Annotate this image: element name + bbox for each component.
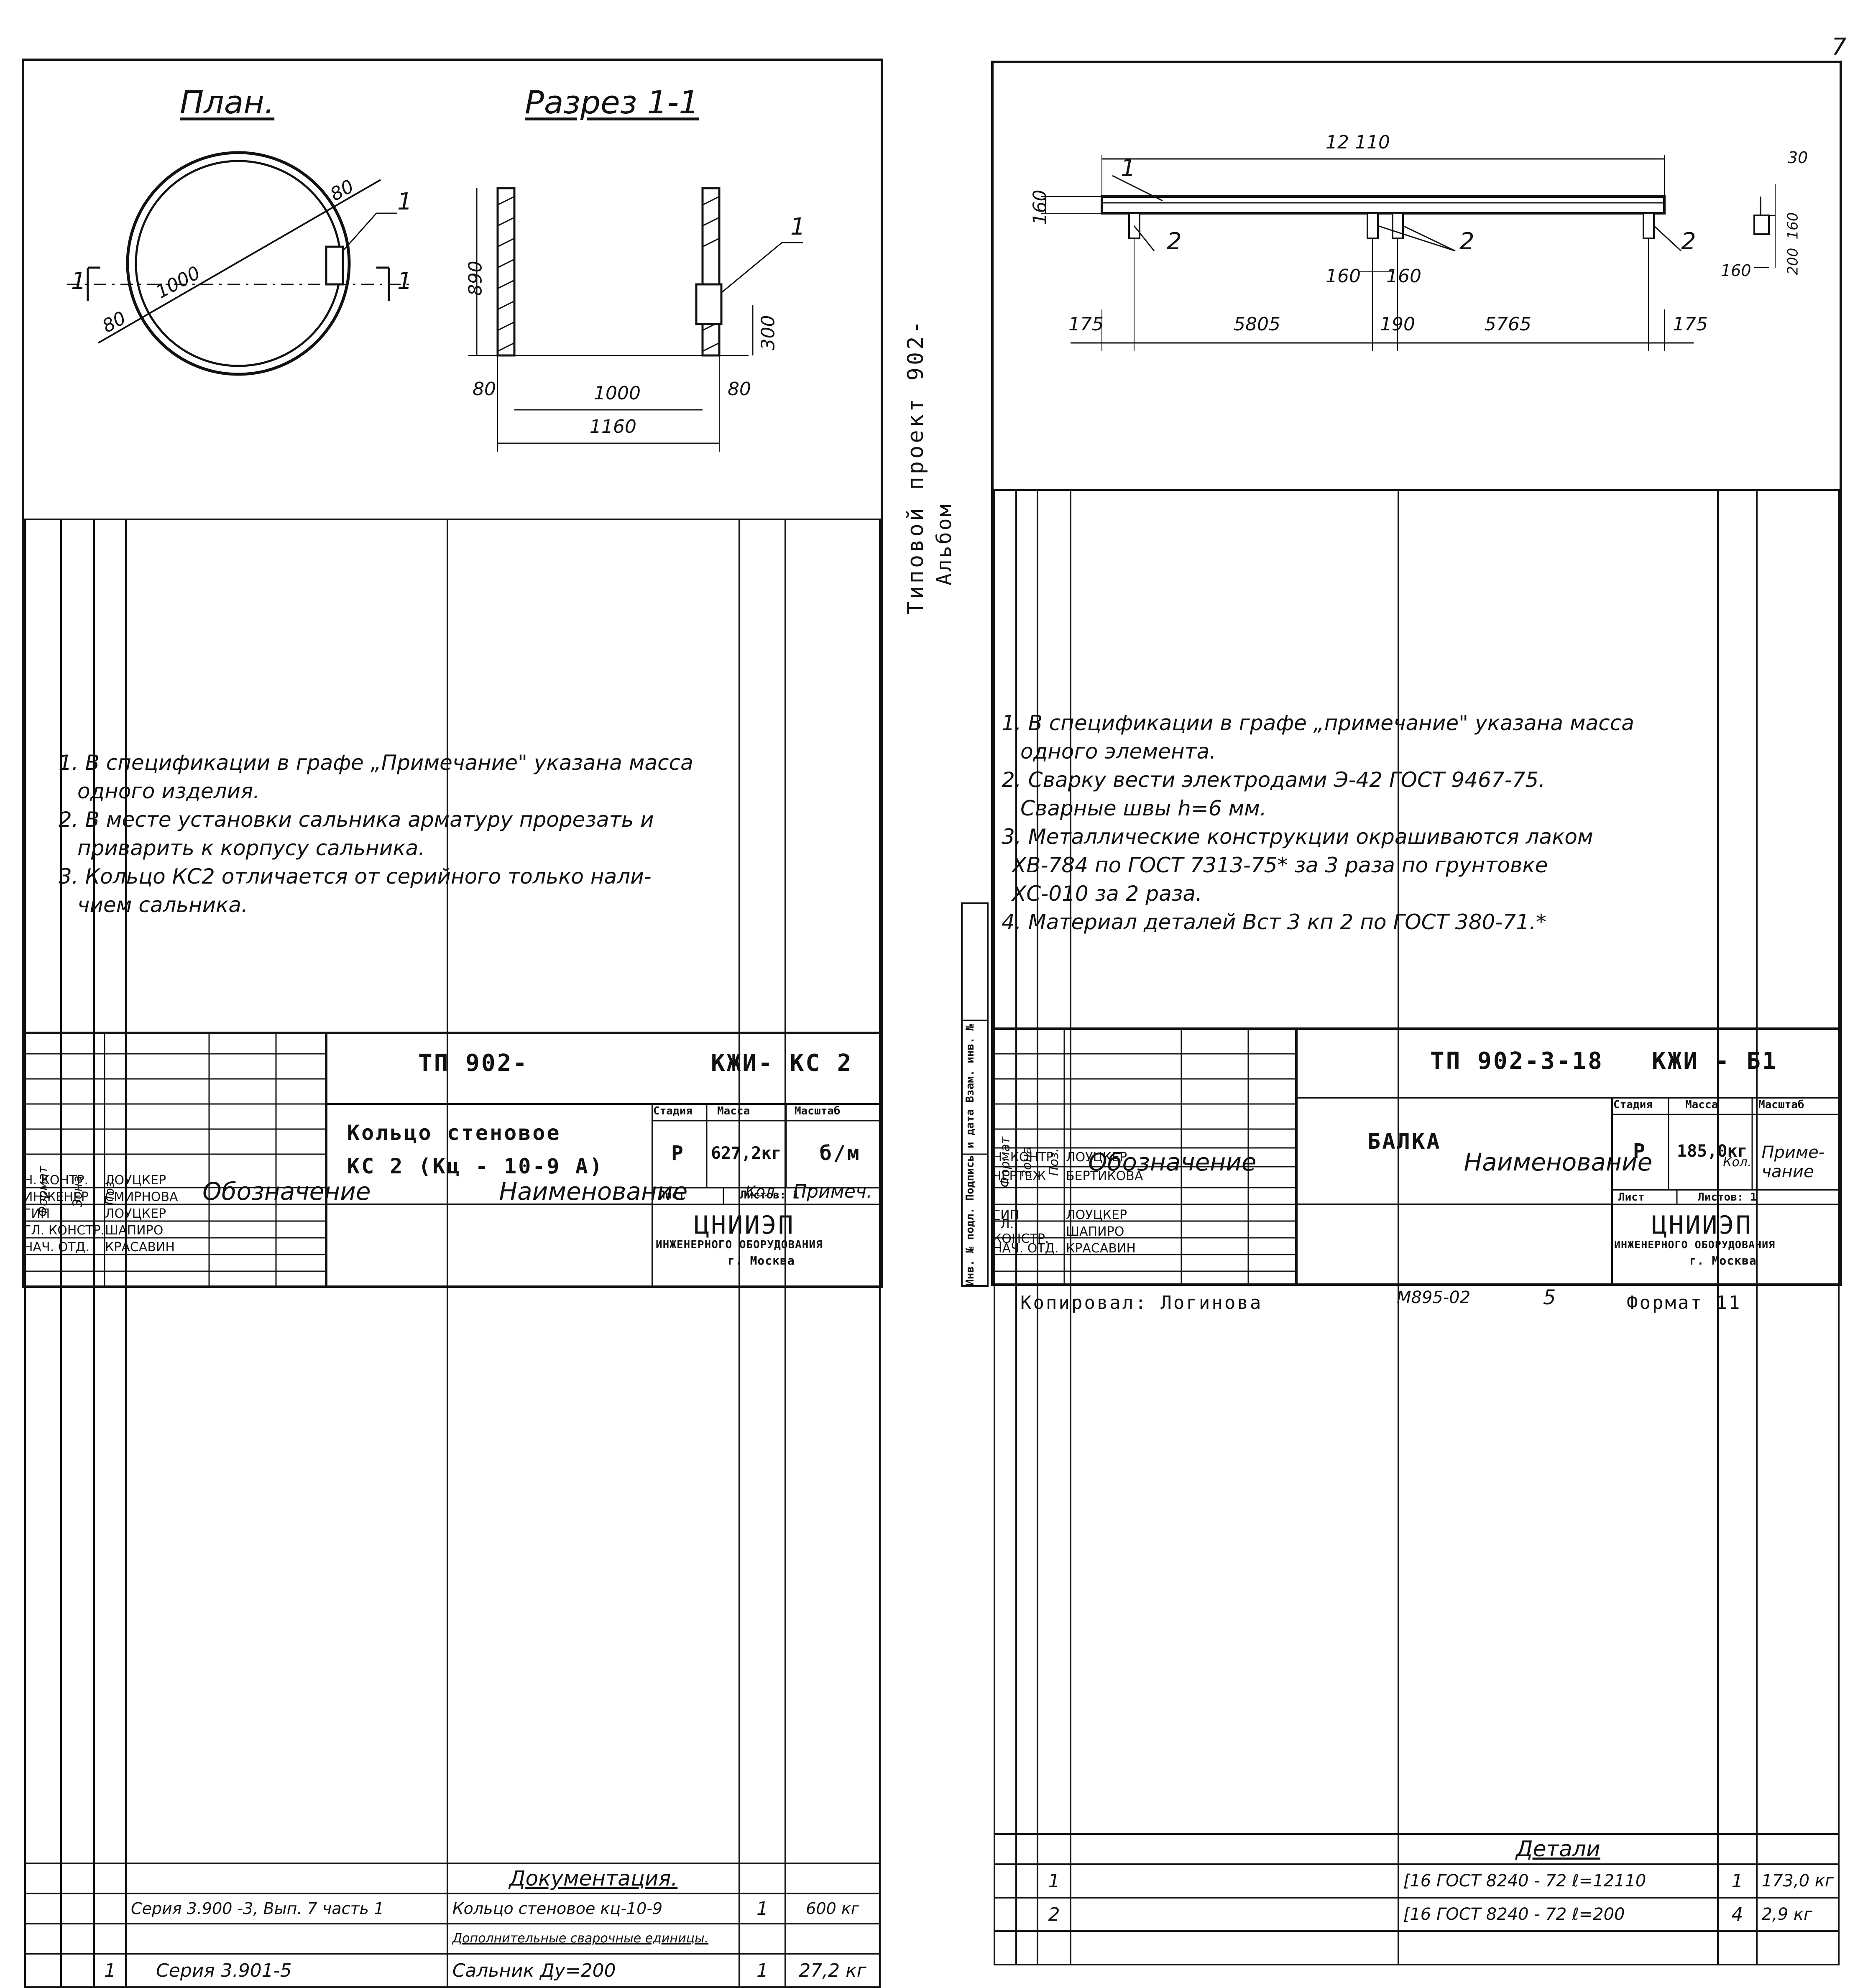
cell-qty: 1 xyxy=(1718,1864,1756,1898)
right-tb-org2: инженерного оборудования xyxy=(1614,1239,1775,1251)
role-name: Лоуцкер xyxy=(1066,1208,1127,1222)
cell-name: Сальник Ду=200 xyxy=(447,1954,739,1987)
footer-copied: Копировал: Логинова xyxy=(1020,1292,1262,1313)
table-row xyxy=(994,1931,1839,1965)
right-tb-org: ЦНИИЭП xyxy=(1652,1211,1753,1240)
role-label: Чертеж xyxy=(993,1169,1066,1183)
table-row: 2 [16 ГОСТ 8240 - 72 ℓ=200 4 2,9 кг xyxy=(994,1898,1839,1931)
right-tb-code: ТП 902-3-18 xyxy=(1430,1048,1604,1075)
cell-pos: 1 xyxy=(1037,1864,1071,1898)
footer-format: Формат 11 xyxy=(1627,1292,1741,1313)
role-name: Бертикова xyxy=(1066,1169,1143,1183)
cell-pos: 2 xyxy=(1037,1898,1071,1931)
table-row: Документация. xyxy=(25,1863,880,1893)
footer-num: 5 xyxy=(1543,1286,1556,1309)
table-row: Дополнительные сварочные единицы. xyxy=(25,1924,880,1954)
right-tb-roles: Н. Контр.Лоуцкер ЧертежБертикова ГИПЛоуц… xyxy=(993,1148,1143,1257)
right-tb-stage-h: Стадия xyxy=(1613,1099,1653,1111)
right-tb-mass: 185,0кг xyxy=(1677,1142,1748,1161)
cell-designation xyxy=(126,1924,447,1954)
cell-pos xyxy=(94,1924,126,1954)
table-row: 1 Серия 3.901-5 Сальник Ду=200 1 27,2 кг xyxy=(25,1954,880,1987)
right-tb-sheets-h: Листов: 1 xyxy=(1698,1191,1757,1204)
role-name: Шапиро xyxy=(1066,1224,1124,1239)
cell-designation: Серия 3.901-5 xyxy=(126,1954,447,1987)
right-tb-name: Балка xyxy=(1367,1129,1441,1154)
role-label: Н. Контр. xyxy=(993,1150,1066,1165)
cell-designation xyxy=(126,1863,447,1893)
cell-note xyxy=(785,1863,880,1893)
cell-qty xyxy=(739,1924,785,1954)
cell-qty xyxy=(739,1863,785,1893)
role-row: Гл. Констр.Шапиро xyxy=(993,1223,1143,1240)
cell-note: 600 кг xyxy=(785,1893,880,1924)
right-tb-sheet-code: КЖИ - Б1 xyxy=(1652,1048,1778,1075)
table-row: Серия 3.900 -3, Вып. 7 часть 1 Кольцо ст… xyxy=(25,1893,880,1924)
cell-note xyxy=(1757,1834,1839,1864)
right-tb-mass-h: Масса xyxy=(1685,1099,1718,1111)
role-row: Нач. отд.Красавин xyxy=(993,1240,1143,1257)
cell-qty xyxy=(1718,1834,1756,1864)
cell-pos: 1 xyxy=(94,1954,126,1987)
cell-name: Дополнительные сварочные единицы. xyxy=(447,1924,739,1954)
cell-name: Детали xyxy=(1398,1834,1718,1864)
right-tb-sheet-h: Лист xyxy=(1618,1191,1645,1204)
cell-name: Документация. xyxy=(447,1863,739,1893)
role-row: Н. Контр.Лоуцкер xyxy=(993,1148,1143,1167)
cell-pos xyxy=(1037,1834,1071,1864)
cell-note: 173,0 кг xyxy=(1757,1864,1839,1898)
role-name: Лоуцкер xyxy=(1066,1150,1127,1165)
cell-note: 2,9 кг xyxy=(1757,1898,1839,1931)
cell-name: [16 ГОСТ 8240 - 72 ℓ=200 xyxy=(1398,1898,1718,1931)
cell-designation: Серия 3.900 -3, Вып. 7 часть 1 xyxy=(126,1893,447,1924)
right-tb-city: г. Москва xyxy=(1689,1254,1757,1267)
right-tb-stage: Р xyxy=(1633,1140,1647,1163)
cell-qty: 1 xyxy=(739,1893,785,1924)
cell-qty: 1 xyxy=(739,1954,785,1987)
cell-note: 27,2 кг xyxy=(785,1954,880,1987)
right-title-block-lines xyxy=(0,0,1868,1296)
role-label: Нач. отд. xyxy=(993,1241,1066,1256)
footer-order: M895-02 xyxy=(1397,1288,1470,1307)
cell-name: Кольцо стеновое кц-10-9 xyxy=(447,1893,739,1924)
cell-note xyxy=(785,1924,880,1954)
role-row: ЧертежБертикова xyxy=(993,1167,1143,1186)
right-tb-scale-h: Масштаб xyxy=(1758,1099,1804,1111)
cell-qty: 4 xyxy=(1718,1898,1756,1931)
cell-pos xyxy=(94,1893,126,1924)
role-name: Красавин xyxy=(1066,1241,1136,1256)
cell-pos xyxy=(94,1863,126,1893)
table-row: Детали xyxy=(994,1834,1839,1864)
